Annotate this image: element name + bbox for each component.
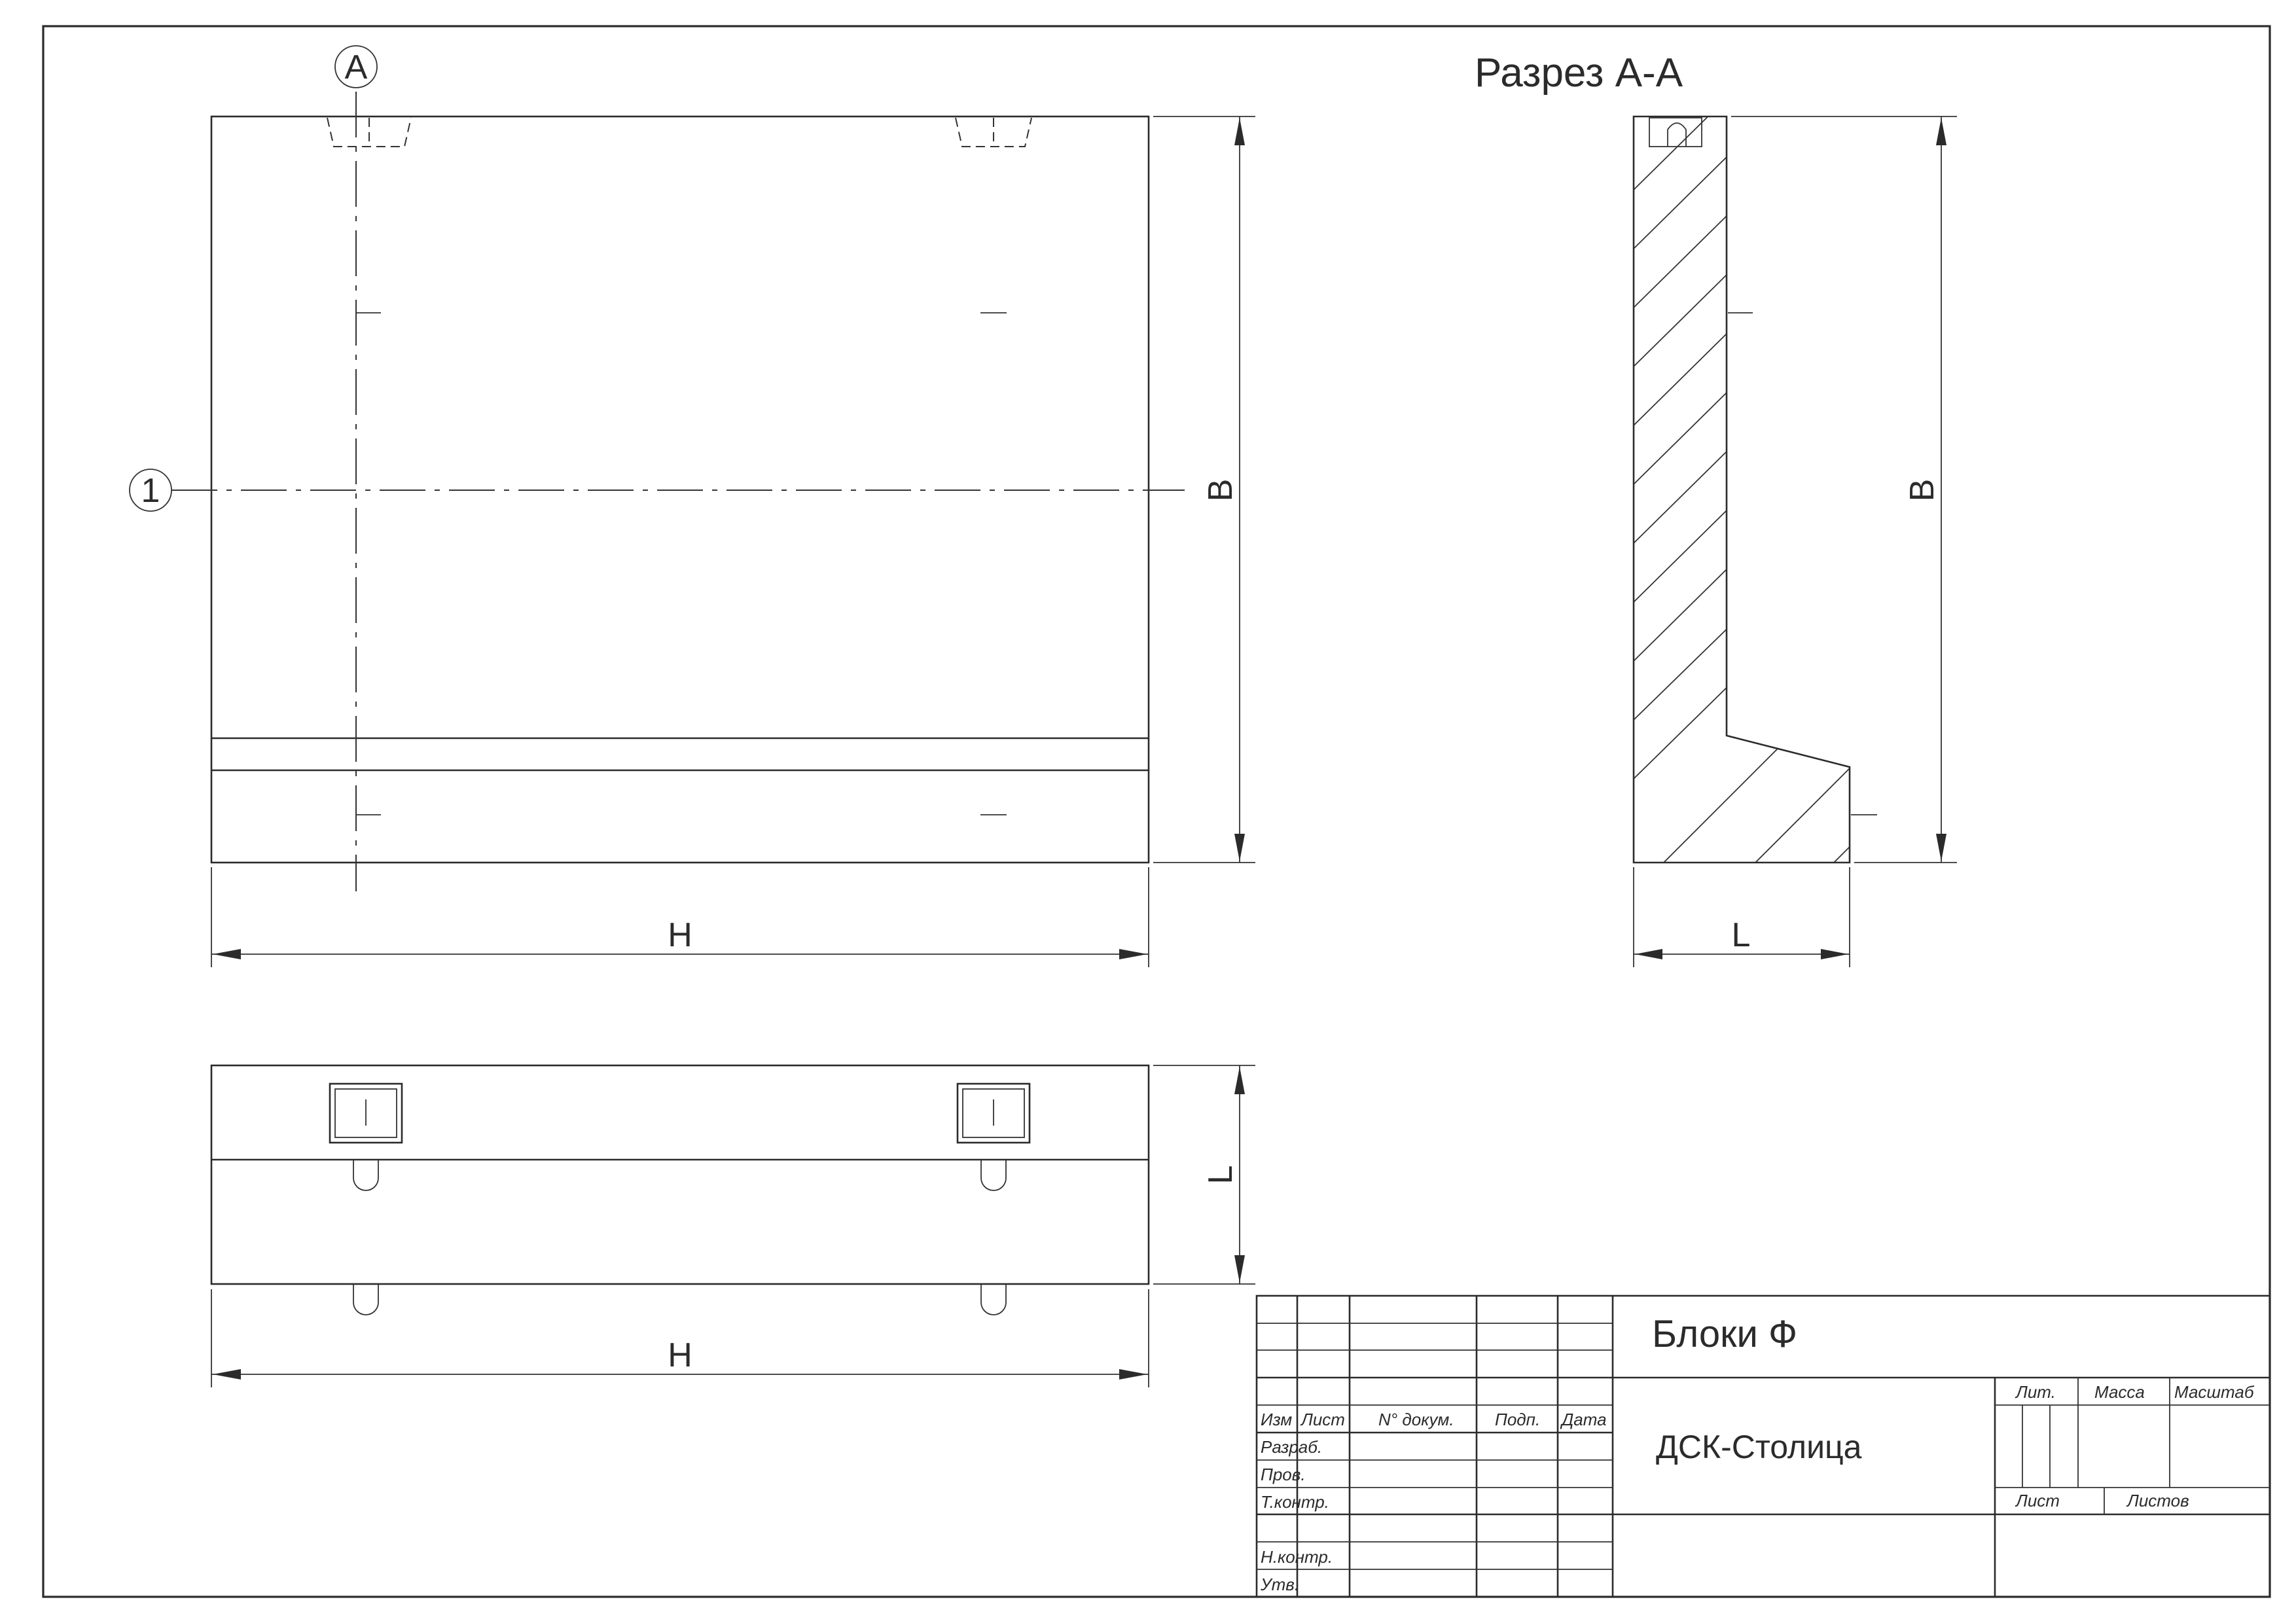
tb-stamp-scale: Масштаб [2174,1382,2255,1402]
plan-socket-right-inner [962,1088,1025,1138]
dim-b-label: B [1202,479,1240,502]
section-title: Разрез А-А [1475,50,1683,96]
tb-role: Разраб. [1261,1437,1322,1457]
sec-dim-l-arrow-left [1635,949,1662,959]
sec-dim-l-arrow-right [1821,949,1848,959]
plan-loop-4 [980,1284,1007,1315]
plan-dim-h-arrow-right [1119,1369,1147,1380]
section-socket [1649,117,1702,147]
plan-socket-right-outer [956,1082,1031,1144]
tb-stamp-mass: Масса [2094,1382,2145,1402]
sec-dim-b-arrow-bottom [1936,834,1946,861]
plan-loop-3 [353,1284,379,1315]
tb-header-sign: Подп. [1495,1410,1540,1429]
section-view: Разрез А-А B [1475,50,1957,967]
tb-header-izm: Изм [1261,1410,1292,1429]
socket-right-hidden [955,117,1032,147]
section-outline [1632,115,1851,864]
sheet-frame [42,25,2271,1598]
tb-role: Пров. [1261,1465,1306,1484]
axis-marker-1-label: 1 [141,472,160,510]
dim-b-arrow-top [1234,118,1245,145]
section-hatching [1634,116,1850,863]
tb-organization: ДСК-Столица [1656,1429,1862,1465]
tb-header-doc: N° докум. [1378,1410,1454,1429]
plan-dim-l-arrow-top [1234,1067,1245,1094]
dim-h-arrow-right [1119,949,1147,959]
plan-outline [210,1064,1150,1285]
tb-header-list: Лист [1300,1410,1345,1429]
title-block-border [1255,1294,2271,1598]
tb-role: Утв. [1260,1575,1299,1594]
section-socket-loop [1667,122,1687,147]
plan-loop-1 [353,1160,379,1191]
sec-dim-b-arrow-top [1936,118,1946,145]
socket-left-hidden [327,117,412,147]
title-block: Изм Лист N° докум. Подп. Дата Разраб. Пр… [1255,1294,2271,1598]
dim-h-label: H [668,916,692,954]
section-marker-a-label: A [345,48,368,86]
plan-dim-h-label: H [668,1336,692,1374]
sec-dim-l-label: L [1732,916,1751,954]
plan-dim-l-label: L [1202,1166,1240,1185]
plan-dim-h-arrow-left [213,1369,241,1380]
tb-stamp-lit: Лит. [2015,1382,2056,1402]
axis-marker-1-circle [129,469,172,512]
tb-role: Н.контр. [1261,1547,1333,1567]
section-marker-a-circle [334,45,378,88]
tb-stamp-sheets: Листов [2126,1491,2189,1510]
tb-header-date: Дата [1560,1410,1607,1429]
dim-b-arrow-bottom [1234,834,1245,861]
tb-product-name: Блоки Ф [1652,1313,1797,1355]
plan-loop-2 [980,1160,1007,1191]
plan-socket-left-inner [334,1088,397,1138]
front-view: A 1 B H [129,45,1255,967]
plan-dim-l-arrow-bottom [1234,1255,1245,1283]
plan-view: L H [210,1064,1255,1387]
tb-role: Т.контр. [1261,1492,1329,1512]
plan-socket-left-outer [329,1082,403,1144]
tb-stamp-sheet: Лист [2015,1491,2060,1510]
dim-h-arrow-left [213,949,241,959]
sec-dim-b-label: B [1903,479,1941,502]
